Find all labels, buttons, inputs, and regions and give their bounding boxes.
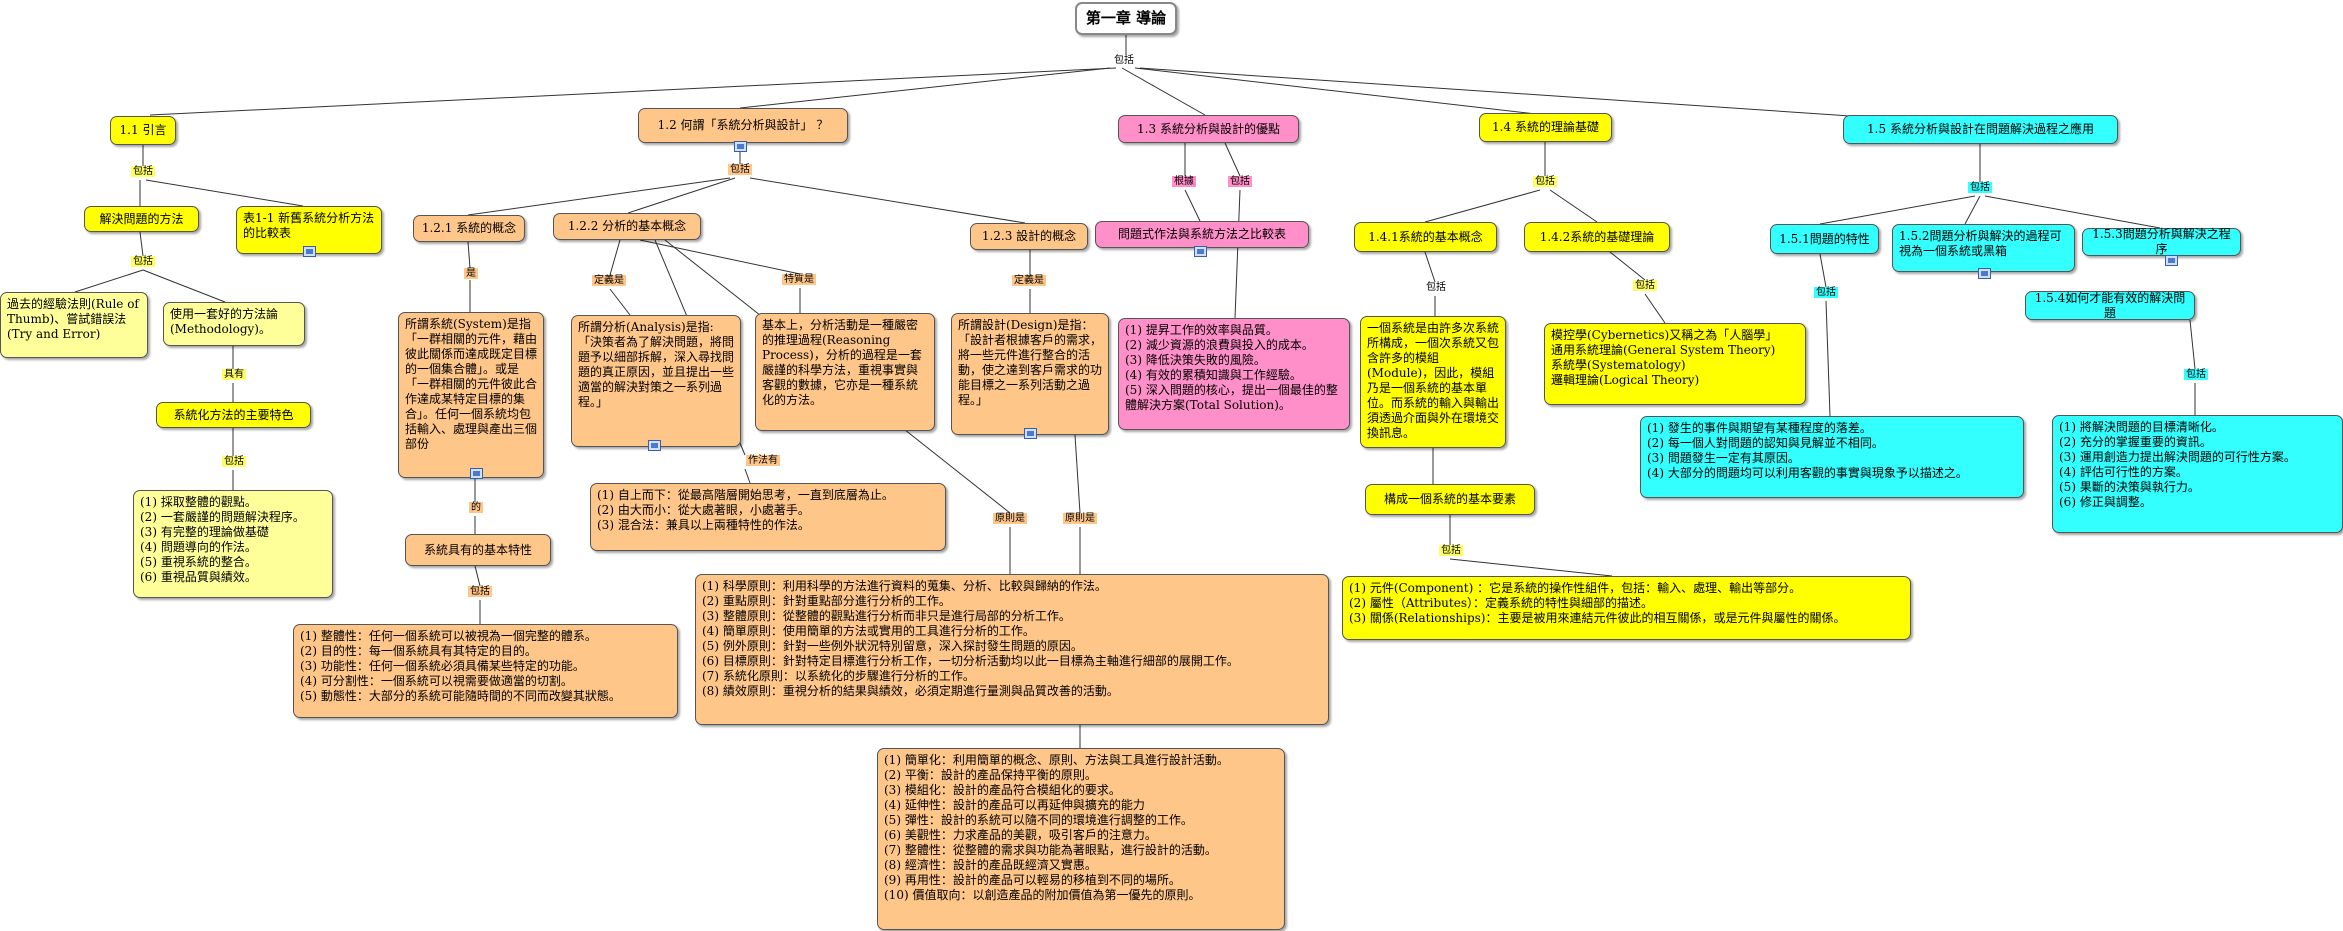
link-1-1: 包括: [131, 166, 155, 177]
node-1-5-4[interactable]: 1.5.4如何才能有效的解決問題: [2025, 291, 2195, 320]
procedure-link-icon[interactable]: [2165, 255, 2178, 266]
node-analysis-definition[interactable]: 所謂分析(Analysis)是指:「決策者為了解決問題，將問題予以細部拆解，深入…: [571, 315, 741, 447]
node-features-list[interactable]: (1) 採取整體的觀點。 (2) 一套嚴謹的問題解決程序。 (3) 有完整的理論…: [133, 490, 333, 598]
link-has: 具有: [222, 369, 246, 380]
node-1-5-2[interactable]: 1.5.2問題分析與解決的過程可視為一個系統或黑箱: [1892, 224, 2075, 272]
node-analysis-principles[interactable]: (1) 科學原則：利用科學的方法進行資料的蒐集、分析、比較與歸納的作法。 (2)…: [695, 574, 1329, 725]
node-effective-solving[interactable]: (1) 將解決問題的目標清晰化。 (2) 充分的掌握重要的資訊。 (3) 運用創…: [2052, 415, 2343, 533]
node-analysis-approach[interactable]: (1) 自上而下：從最高階層開始思考，一直到底層為止。 (2) 由大而小：從大處…: [590, 483, 946, 551]
comparison-link-icon[interactable]: [1194, 246, 1207, 257]
link-design-principle: 原則是: [1063, 513, 1097, 524]
node-design-principles[interactable]: (1) 簡單化：利用簡單的概念、原則、方法與工具進行設計活動。 (2) 平衡：設…: [877, 748, 1285, 930]
node-theories-list[interactable]: 模控學(Cybernetics)又稱之為「人腦學」 通用系統理論(General…: [1544, 323, 1806, 405]
link-trait: 特質是: [782, 274, 816, 285]
topic-1-4[interactable]: 1.4 系統的理論基礎: [1479, 113, 1612, 142]
topic-1-2[interactable]: 1.2 何謂「系統分析與設計」 ？: [638, 108, 848, 143]
node-problem-traits[interactable]: (1) 發生的事件與期望有某種程度的落差。 (2) 每一個人對問題的認知與見解並…: [1640, 416, 2024, 498]
root-title[interactable]: 第一章 導論: [1075, 2, 1177, 35]
node-1-2-3[interactable]: 1.2.3 設計的概念: [970, 223, 1088, 250]
node-benefits-list[interactable]: (1) 提昇工作的效率與品質。 (2) 減少資源的浪費與投入的成本。 (3) 降…: [1118, 318, 1350, 430]
link-1-5-1: 包括: [1814, 287, 1838, 298]
link-includes: 包括: [1228, 176, 1252, 187]
link-1-4-1: 包括: [1424, 282, 1448, 293]
link-of: 的: [469, 502, 483, 513]
link-1-4: 包括: [1533, 176, 1557, 187]
node-1-4-2[interactable]: 1.4.2系統的基礎理論: [1524, 222, 1670, 252]
topic-1-5[interactable]: 1.5 系統分析與設計在問題解決過程之應用: [1843, 115, 2118, 144]
link-approach: 作法有: [746, 455, 780, 466]
node-system-composition[interactable]: 一個系統是由許多次系統所構成，一個次系統又包含許多的模組(Module)，因此，…: [1360, 316, 1506, 448]
node-rule-of-thumb[interactable]: 過去的經驗法則(Rule of Thumb)、嘗試錯誤法(Try and Err…: [0, 292, 148, 358]
link-1-5-4: 包括: [2184, 369, 2208, 380]
node-solve-methods[interactable]: 解決問題的方法: [84, 206, 199, 232]
link-1-5: 包括: [1968, 182, 1992, 193]
node-methodology[interactable]: 使用一套好的方法論(Methodology)。: [163, 302, 305, 346]
root-link: 包括: [1112, 55, 1136, 66]
node-design-definition[interactable]: 所謂設計(Design)是指：「設計者根據客戶的需求，將一些元件進行整合的活動，…: [951, 313, 1109, 435]
node-basic-properties[interactable]: 系統具有的基本特性: [405, 534, 551, 566]
link-based-on: 根據: [1172, 176, 1196, 187]
link-solve-methods: 包括: [131, 256, 155, 267]
node-basic-elements[interactable]: 構成一個系統的基本要素: [1365, 484, 1535, 515]
link-features: 包括: [222, 456, 246, 467]
node-system-features[interactable]: 系統化方法的主要特色: [156, 402, 311, 428]
topic-1-2-link-icon[interactable]: [734, 141, 747, 152]
node-analysis-trait[interactable]: 基本上，分析活動是一種嚴密的推理過程(Reasoning Process)，分析…: [755, 313, 935, 431]
link-principle: 原則是: [993, 513, 1027, 524]
link-1-2: 包括: [728, 164, 752, 175]
black-box-link-icon[interactable]: [1978, 268, 1991, 279]
link-elements: 包括: [1439, 545, 1463, 556]
link-1-4-2: 包括: [1633, 280, 1657, 291]
node-1-5-1[interactable]: 1.5.1問題的特性: [1770, 224, 1879, 254]
system-def-link-icon[interactable]: [470, 468, 483, 479]
table-link-icon[interactable]: [303, 246, 316, 257]
analysis-link-icon[interactable]: [648, 440, 661, 451]
node-comparison-table[interactable]: 問題式作法與系統方法之比較表: [1095, 221, 1309, 248]
link-definition: 定義是: [592, 275, 626, 286]
node-elements-list[interactable]: (1) 元件(Component) ：它是系統的操作性組件，包括：輸入、處理、輸…: [1342, 576, 1911, 640]
topic-1-3[interactable]: 1.3 系統分析與設計的優點: [1118, 115, 1299, 143]
node-1-4-1[interactable]: 1.4.1系統的基本概念: [1354, 222, 1497, 252]
link-properties: 包括: [468, 586, 492, 597]
node-1-2-2[interactable]: 1.2.2 分析的基本概念: [553, 213, 701, 240]
topic-1-1[interactable]: 1.1 引言: [110, 116, 176, 145]
node-system-definition[interactable]: 所謂系統(System)是指「一群相關的元件，藉由彼此關係而達成既定目標的一個集…: [398, 312, 544, 478]
link-is: 是: [464, 268, 478, 279]
design-def-link-icon[interactable]: [1024, 428, 1037, 439]
node-properties-list[interactable]: (1) 整體性：任何一個系統可以被視為一個完整的體系。 (2) 目的性：每一個系…: [293, 624, 678, 718]
link-design-definition: 定義是: [1012, 275, 1046, 286]
node-1-5-3[interactable]: 1.5.3問題分析與解決之程序: [2082, 227, 2241, 256]
node-1-2-1[interactable]: 1.2.1 系統的概念: [413, 215, 525, 242]
